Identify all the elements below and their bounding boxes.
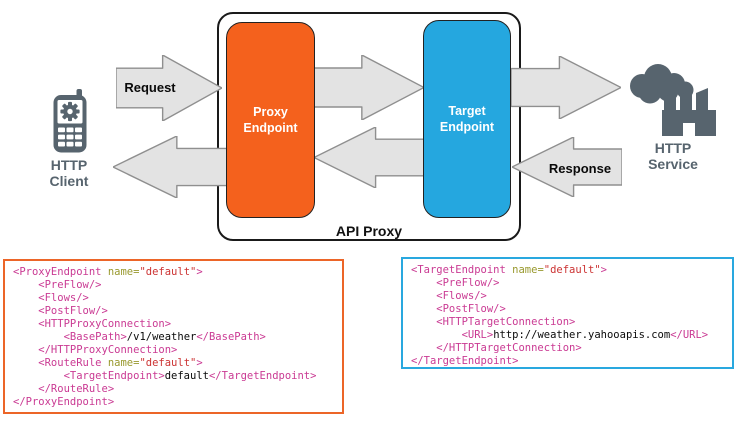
code-segment-tag: </BasePath> (196, 331, 266, 343)
code-line: <HTTPTargetConnection> (411, 316, 724, 329)
proxy-endpoint-code-block: <ProxyEndpoint name="default"> <PreFlow/… (3, 259, 344, 414)
code-segment-val: "default" (139, 266, 197, 278)
code-line: <HTTPProxyConnection> (13, 318, 334, 331)
code-segment-attr: name= (107, 357, 140, 369)
code-segment-val: "default" (139, 357, 197, 369)
code-line: <PostFlow/> (411, 303, 724, 316)
target-endpoint-box: Target Endpoint (423, 20, 511, 218)
response-arrow (512, 137, 622, 197)
api-proxy-label: API Proxy (335, 223, 403, 239)
proxy-endpoint-label: Proxy Endpoint (243, 105, 298, 135)
code-line: </RouteRule> (13, 383, 334, 396)
code-segment-tag: <TargetEndpoint (411, 264, 513, 276)
http-client-label: HTTP Client (49, 157, 89, 189)
code-segment-tag: <PreFlow/> (411, 277, 500, 289)
code-segment-txt: http://weather.yahooapis.com (493, 329, 671, 341)
code-segment-tag: </RouteRule> (13, 383, 115, 395)
http-client-phone-icon (53, 89, 87, 153)
code-segment-tag: <PostFlow/> (13, 305, 108, 317)
code-segment-attr: name= (512, 264, 544, 276)
code-segment-val: "default" (543, 264, 601, 276)
proxy-endpoint-box: Proxy Endpoint (226, 22, 315, 218)
code-segment-tag: <TargetEndpoint> (13, 370, 165, 382)
code-segment-tag: <ProxyEndpoint (13, 266, 108, 278)
code-segment-tag: > (196, 357, 203, 369)
code-segment-tag: <BasePath> (13, 331, 127, 343)
code-line: <TargetEndpoint>default</TargetEndpoint> (13, 370, 334, 383)
code-line: <PreFlow/> (411, 277, 724, 290)
code-line: </HTTPTargetConnection> (411, 342, 724, 355)
code-line: <PreFlow/> (13, 279, 334, 292)
code-segment-tag: > (600, 264, 607, 276)
code-segment-tag: </HTTPTargetConnection> (411, 342, 582, 354)
code-line: <RouteRule name="default"> (13, 357, 334, 370)
http-service-factory-icon (628, 63, 720, 138)
request-arrow (116, 55, 222, 121)
proxy-to-client-arrow (113, 136, 227, 198)
target-endpoint-label: Target Endpoint (439, 104, 495, 134)
target-endpoint-code-block: <TargetEndpoint name="default"> <PreFlow… (401, 257, 734, 369)
code-segment-tag: </HTTPProxyConnection> (13, 344, 178, 356)
code-segment-attr: name= (107, 266, 140, 278)
code-segment-tag: <Flows/> (411, 290, 487, 302)
target-to-proxy-arrow (314, 127, 424, 188)
code-segment-tag: <Flows/> (13, 292, 89, 304)
code-line: <URL>http://weather.yahooapis.com</URL> (411, 329, 724, 342)
code-line: </TargetEndpoint> (411, 355, 724, 368)
request-label: Request (124, 80, 176, 95)
code-segment-tag: <RouteRule (13, 357, 108, 369)
target-to-service-arrow (511, 56, 621, 119)
code-segment-tag: <PreFlow/> (13, 279, 102, 291)
http-service-label: HTTP Service (648, 140, 698, 172)
code-segment-tag: <HTTPProxyConnection> (13, 318, 172, 330)
code-line: </ProxyEndpoint> (13, 396, 334, 409)
response-label: Response (548, 161, 612, 176)
code-segment-tag: <HTTPTargetConnection> (411, 316, 576, 328)
code-segment-tag: <URL> (411, 329, 494, 341)
code-line: <PostFlow/> (13, 305, 334, 318)
proxy-to-target-arrow (313, 55, 424, 120)
code-segment-txt: default (164, 370, 209, 382)
code-line: <BasePath>/v1/weather</BasePath> (13, 331, 334, 344)
code-segment-tag: </TargetEndpoint> (411, 355, 519, 367)
code-segment-txt: /v1/weather (126, 331, 197, 343)
code-line: <Flows/> (13, 292, 334, 305)
code-line: </HTTPProxyConnection> (13, 344, 334, 357)
code-segment-tag: </ProxyEndpoint> (13, 396, 115, 408)
code-segment-tag: </URL> (670, 329, 709, 341)
code-line: <TargetEndpoint name="default"> (411, 264, 724, 277)
code-segment-tag: </TargetEndpoint> (208, 370, 317, 382)
code-segment-tag: > (196, 266, 203, 278)
code-segment-tag: <PostFlow/> (411, 303, 506, 315)
code-line: <Flows/> (411, 290, 724, 303)
code-line: <ProxyEndpoint name="default"> (13, 266, 334, 279)
